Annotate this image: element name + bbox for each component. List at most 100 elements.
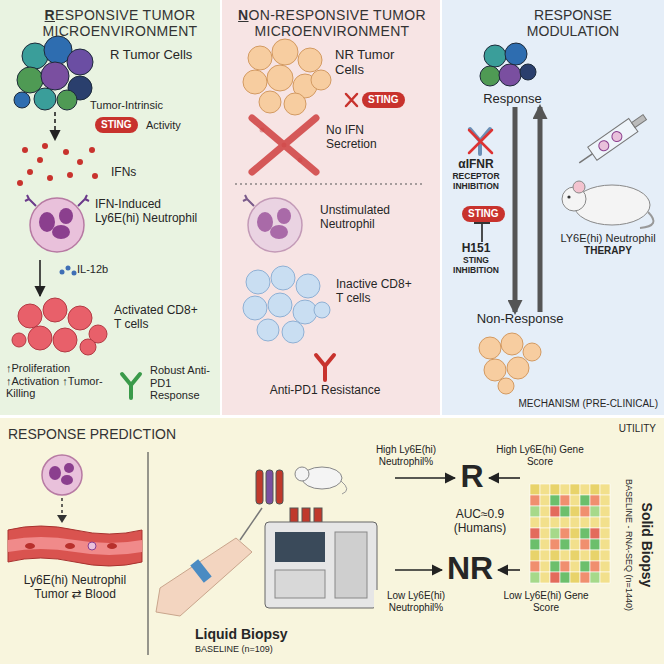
mouse (573, 181, 585, 193)
response-label: Anti-PD1 Resistance (250, 384, 400, 398)
state-label: Response (470, 92, 555, 107)
node-text: R (455, 458, 489, 495)
mouse (562, 181, 653, 228)
sample-tubes (276, 470, 283, 504)
note-label: Activity (146, 119, 206, 132)
syringe (610, 130, 624, 144)
response-label: Robust Anti-PD1 Response (150, 364, 216, 402)
heatmap (530, 539, 540, 550)
neutrophil (42, 455, 82, 495)
tumor-cluster (57, 90, 77, 110)
node-text: BASELINE - RNA-SEQ (n=1440) (622, 445, 636, 645)
syringe (575, 111, 650, 170)
no-ifn-cross (252, 118, 316, 172)
ifn-dots (42, 143, 48, 149)
node-text: Response (470, 92, 555, 107)
heatmap (590, 561, 600, 572)
heatmap (580, 506, 590, 517)
caption-label: Ly6E(hi) Neutrophil Tumor ⇄ Blood (6, 574, 144, 602)
ifn-dots (77, 159, 83, 165)
heatmap (570, 539, 580, 550)
sting-cross (346, 94, 357, 106)
no-ifn-cross (252, 118, 316, 172)
active-t-cells (53, 328, 77, 352)
connector (395, 569, 442, 571)
node-text: THERAPY (556, 245, 660, 257)
connector (489, 477, 520, 479)
heatmap (540, 517, 550, 528)
unstimulated-neutrophil (257, 212, 273, 232)
heatmap (570, 506, 580, 517)
ifn-dots (27, 169, 33, 175)
arm (190, 559, 211, 582)
node-text: Robust Anti-PD1 Response (150, 364, 216, 402)
node-text: NR Tumor Cells (335, 48, 415, 78)
heatmap (550, 539, 560, 550)
status-label: No IFN Secretion (326, 124, 416, 152)
ifn-dots (89, 147, 95, 153)
nr-tumor-cluster (479, 337, 501, 359)
heatmap (540, 495, 550, 506)
class-letter: NR (442, 550, 498, 590)
nr-tumor-cluster (311, 70, 331, 90)
nr-tumor-cluster (272, 39, 298, 65)
analyzer (275, 570, 325, 598)
neutrophil (57, 515, 67, 523)
node-text: IFN-Induced Ly6E(hi) Neutrophil (95, 198, 203, 226)
node-text: IL-12b (77, 263, 135, 276)
node-text: H151 (444, 242, 508, 256)
neutrophil (25, 195, 89, 206)
heatmap (590, 539, 600, 550)
cytokine-dots (60, 270, 65, 275)
tumor-cluster (41, 62, 69, 90)
heatmap (600, 484, 610, 495)
neutrophil (49, 466, 61, 480)
nr-tumor-cluster (248, 46, 272, 70)
connector (481, 222, 483, 242)
inactive-t-cells (293, 300, 317, 324)
edge-label: High Ly6E(hi) Neutrophil% (363, 444, 449, 467)
node-text: Inactive CD8+ T cells (336, 278, 418, 306)
nr-tumor-cluster (484, 359, 506, 381)
sample-tubes (256, 470, 283, 504)
heatmap (580, 528, 590, 539)
node-text: R Tumor Cells (110, 48, 196, 63)
node-text: IFNs (111, 166, 145, 180)
ifn-dots (17, 180, 23, 186)
heatmap (560, 550, 570, 561)
analyzer (275, 532, 325, 562)
heatmap (530, 561, 540, 572)
node-text: αIFNR (444, 158, 508, 172)
node-text: Liquid Biopsy (195, 626, 345, 642)
divider (235, 183, 425, 184)
inactive-t-cells (296, 274, 320, 298)
panel-ground (0, 0, 220, 415)
node-text: LY6E(hi) Neutrophil (556, 232, 660, 245)
blood-vessel (8, 526, 142, 566)
unstimulated-neutrophil (248, 198, 302, 252)
syringe (579, 154, 592, 163)
panel-heading: MECHANISM (PRE-CLINICAL) (482, 398, 658, 410)
heatmap (530, 528, 540, 539)
ifn-dots (67, 172, 73, 178)
heatmap (580, 484, 590, 495)
nr-tumor-cluster (259, 91, 281, 113)
heatmap (540, 561, 550, 572)
node-text: Non-Response (470, 312, 570, 327)
connector (395, 477, 455, 479)
edge-label: High Ly6E(hi) Gene Score (494, 444, 586, 467)
panel-ground (147, 452, 148, 655)
heatmap (550, 484, 560, 495)
inactive-t-cells (243, 296, 267, 320)
panel-heading: NON-RESPONSIVE TUMOR MICROENVIRONMENT (236, 7, 428, 39)
heatmap (540, 484, 550, 495)
nr-tumor-cluster (267, 65, 293, 91)
tumor-cluster (14, 36, 93, 110)
mouse (341, 481, 347, 494)
tcell-group: Inactive CD8+ T cells (240, 266, 420, 338)
heatmap (540, 528, 550, 539)
heatmap (560, 561, 570, 572)
arm (240, 508, 262, 540)
